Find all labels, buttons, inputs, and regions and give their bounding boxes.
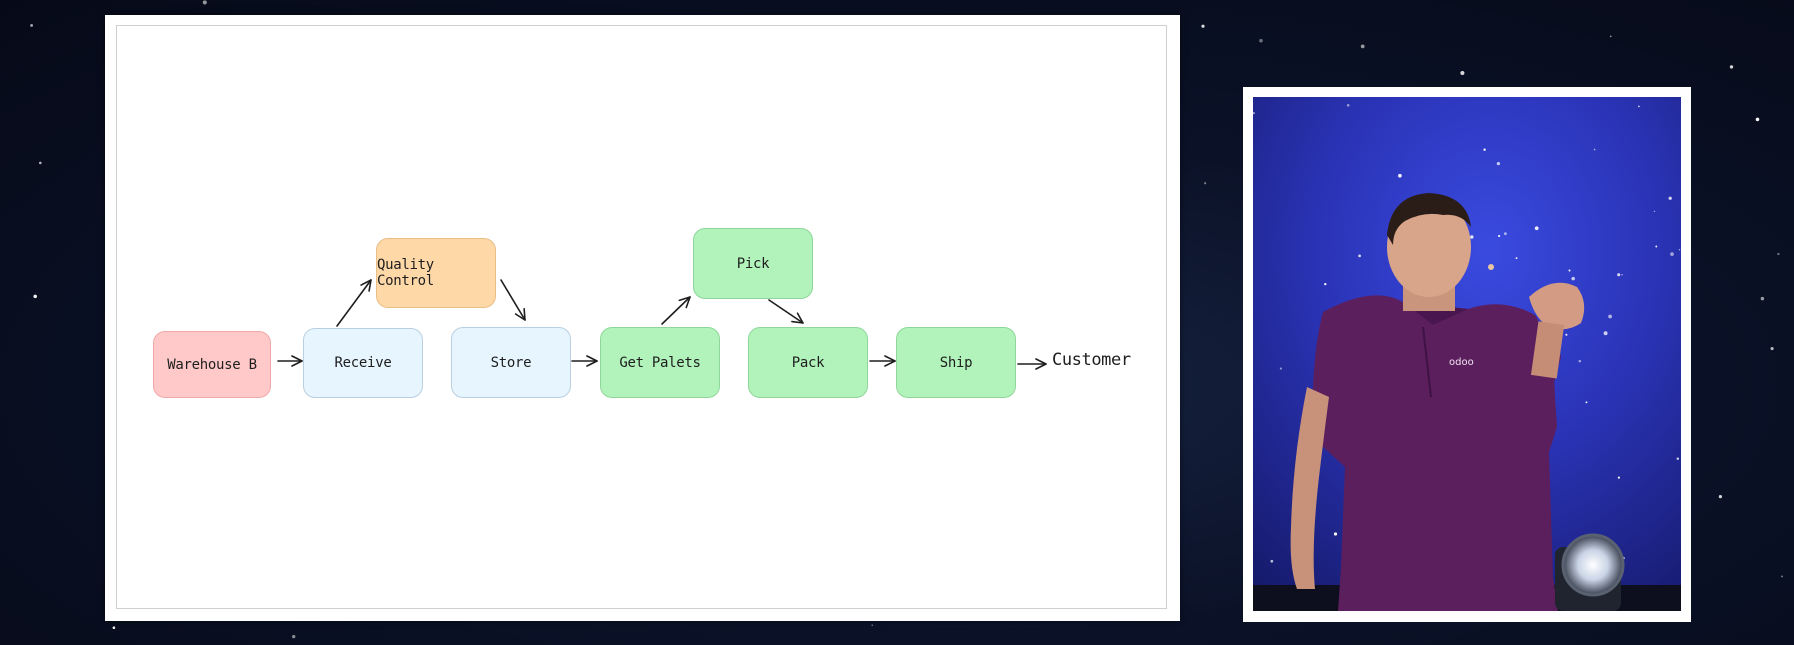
diagram-arrows: [277, 279, 1047, 370]
star: [1755, 117, 1760, 122]
video-star: [1470, 235, 1474, 239]
node-quality-control: Quality Control: [376, 238, 496, 308]
node-pack: Pack: [748, 327, 868, 398]
star: [292, 634, 296, 639]
star: [1770, 347, 1774, 351]
node-receive-label: Receive: [334, 355, 392, 371]
star: [1460, 70, 1465, 76]
shirt-logo: odoo: [1449, 357, 1474, 368]
video-star: [1358, 254, 1361, 258]
video-star: [1496, 161, 1501, 166]
star: [112, 626, 116, 629]
video-star: [1568, 269, 1571, 272]
video-star: [1515, 257, 1518, 260]
star: [1609, 35, 1612, 38]
customer-label: Customer: [1052, 350, 1131, 370]
video-star: [1655, 245, 1658, 248]
video-star: [1483, 148, 1486, 151]
video-star: [1676, 457, 1680, 460]
star: [39, 161, 42, 165]
node-warehouse-b-label: Warehouse B: [167, 356, 257, 373]
video-star: [1324, 282, 1327, 286]
speaker-video-feed: odoo: [1253, 97, 1681, 611]
node-ship-label: Ship: [939, 354, 973, 371]
video-star: [1593, 148, 1596, 151]
node-pick: Pick: [693, 228, 813, 299]
star: [1777, 252, 1780, 256]
video-star: [1585, 401, 1588, 404]
video-star: [1571, 276, 1575, 281]
video-star: [1670, 252, 1674, 256]
arrow-getpalets-to-pick: [661, 296, 691, 325]
video-star: [1638, 105, 1640, 108]
video-star: [1621, 273, 1623, 276]
video-star: [1565, 333, 1568, 336]
star: [1204, 182, 1207, 185]
video-star: [1617, 476, 1620, 479]
video-star: [1333, 532, 1338, 536]
node-get-palets-label: Get Palets: [619, 354, 701, 371]
star: [33, 294, 37, 299]
star: [1259, 38, 1263, 43]
node-warehouse-b: Warehouse B: [153, 331, 271, 398]
video-star: [1279, 367, 1282, 370]
node-pack-label: Pack: [791, 354, 825, 371]
video-star: [1534, 226, 1539, 231]
speaker-video-frame: odoo: [1243, 87, 1691, 622]
star: [871, 624, 873, 626]
video-star: [1346, 104, 1350, 107]
star: [1201, 24, 1205, 28]
star: [1718, 494, 1723, 499]
star: [202, 0, 207, 5]
speaker-figure: odoo: [1290, 193, 1585, 611]
video-star: [1608, 314, 1612, 319]
video-star: [1398, 173, 1402, 178]
slide-frame: Warehouse B Receive Quality Control Stor…: [105, 15, 1180, 621]
node-pick-label: Pick: [736, 255, 770, 272]
video-star: [1253, 111, 1255, 115]
video-star: [1653, 210, 1656, 213]
node-store: Store: [451, 327, 571, 398]
video-star: [1668, 196, 1672, 200]
video-star: [1603, 331, 1608, 336]
arrow-receive-to-quality: [336, 279, 372, 327]
slide-canvas: [116, 25, 1167, 609]
video-star: [1617, 273, 1621, 277]
video-star: [1504, 232, 1507, 236]
video-star: [1270, 559, 1274, 563]
star: [30, 23, 34, 27]
node-quality-control-label: Quality Control: [377, 257, 434, 289]
node-get-palets: Get Palets: [600, 327, 720, 398]
arrow-quality-to-store: [500, 279, 526, 321]
star: [1781, 575, 1783, 578]
arrow-pick-to-pack: [768, 299, 804, 324]
star: [1760, 296, 1765, 301]
node-receive: Receive: [303, 328, 423, 398]
video-star: [1678, 248, 1681, 251]
star: [1729, 65, 1734, 69]
node-store-label: Store: [490, 354, 532, 371]
video-star: [1497, 234, 1501, 238]
stage-spotlight: [1555, 533, 1625, 611]
node-ship: Ship: [896, 327, 1016, 398]
star: [1360, 44, 1365, 49]
video-star: [1578, 359, 1582, 363]
